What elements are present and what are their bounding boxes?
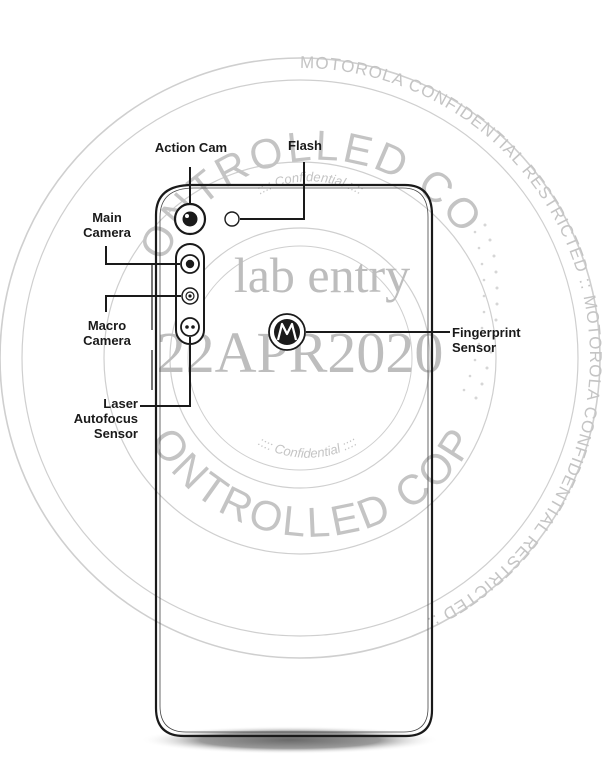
label-main-camera-line2: Camera — [83, 225, 131, 240]
label-fingerprint: Fingerprint Sensor — [452, 325, 562, 355]
label-laser-line1: Laser — [103, 396, 138, 411]
label-flash: Flash — [280, 138, 330, 153]
watermark-dots — [462, 223, 499, 400]
label-main-camera: Main Camera — [76, 210, 138, 240]
label-main-camera-line1: Main — [92, 210, 122, 225]
ground-shadow — [140, 726, 440, 754]
label-action-cam: Action Cam — [146, 140, 236, 155]
phone-body — [151, 183, 434, 738]
watermark-inner-bottom: :::: Confidential :::: — [256, 434, 360, 461]
label-fingerprint-line1: Fingerprint — [452, 325, 521, 340]
label-laser-line3: Sensor — [93, 426, 138, 441]
label-action-cam-text: Action Cam — [154, 140, 228, 155]
callout-main-camera — [105, 246, 180, 265]
svg-text:CONTROLLED COPY: CONTROLLED COPY — [0, 0, 493, 267]
action-cam-lens-inner — [182, 211, 198, 227]
svg-text::::: Confidential ::::: :::: Confidential :::: — [256, 434, 360, 461]
callout-laser-autofocus — [140, 337, 191, 407]
callout-flash — [240, 162, 305, 220]
watermark-controlled-top: CONTROLLED COPY — [0, 0, 490, 267]
stamp-line1: lab entry — [234, 247, 410, 303]
label-fingerprint-line2: Sensor — [452, 340, 497, 355]
label-laser-line2: Autofocus — [73, 411, 138, 426]
camera-module — [173, 202, 240, 345]
callout-lines — [105, 162, 450, 407]
label-laser-autofocus: Laser Autofocus Sensor — [66, 396, 138, 441]
label-flash-text: Flash — [288, 138, 322, 153]
label-macro-camera-line2: Camera — [83, 333, 131, 348]
watermark — [0, 57, 601, 659]
label-macro-camera-line1: Macro — [87, 318, 127, 333]
phone-outline — [154, 183, 434, 738]
phone-inner-edge — [159, 187, 429, 733]
laser-autofocus-icon — [180, 317, 200, 337]
callout-macro-camera — [105, 295, 181, 312]
label-macro-camera: Macro Camera — [76, 318, 138, 348]
motorola-logo-icon — [268, 313, 306, 351]
flash-icon — [224, 211, 240, 227]
